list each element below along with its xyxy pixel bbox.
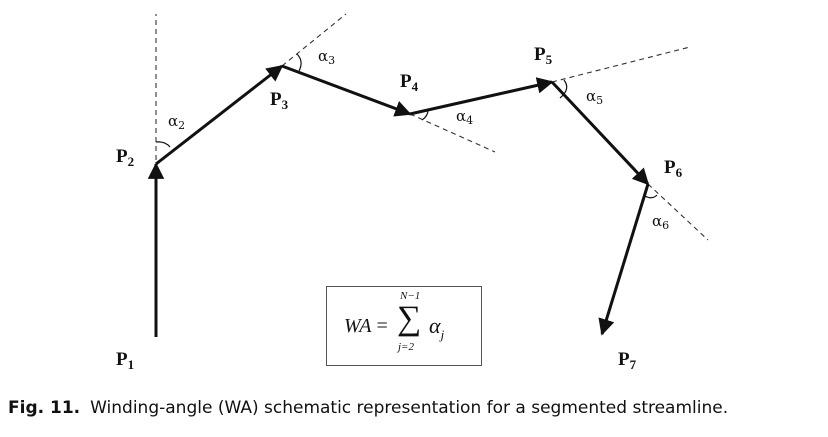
angle-label-alpha-5: α5	[586, 87, 603, 107]
point-labels: P1 P2 P3 P4 P5 P6 P7	[116, 44, 683, 372]
streamline-segments	[147, 64, 650, 337]
extension-line-p4-p5	[551, 46, 691, 83]
point-label-p4: P4	[400, 71, 419, 94]
dashed-extension-lines	[155, 13, 709, 241]
point-label-p3: P3	[270, 89, 289, 112]
figure-caption: Fig. 11. Winding-angle (WA) schematic rep…	[8, 398, 820, 418]
angle-labels: α2 α3 α4 α5 α6	[168, 47, 669, 232]
formula-term-subscript: j	[440, 327, 445, 342]
segment-p2-p3	[155, 64, 284, 166]
angle-arc-alpha-5	[559, 79, 568, 99]
angle-label-alpha-3: α3	[318, 47, 335, 67]
extension-line-p5-p6	[647, 183, 709, 241]
formula-equals: =	[371, 315, 388, 337]
extension-line-p2-p3	[281, 13, 347, 67]
summation-symbol: ∑	[397, 300, 422, 337]
formula-upper-limit: N−1	[400, 290, 421, 302]
angle-label-alpha-4: α4	[456, 107, 473, 127]
angle-arc-alpha-6	[644, 194, 658, 199]
angle-arc-alpha-2	[155, 141, 171, 148]
angle-arcs	[155, 53, 658, 199]
winding-angle-formula-box: WA = N−1 ∑ j=2 αj	[326, 286, 482, 366]
point-label-p5: P5	[534, 44, 553, 67]
formula-lhs: WA =	[344, 315, 388, 338]
caption-label: Fig. 11.	[8, 398, 81, 418]
point-label-p2: P2	[116, 146, 134, 169]
caption-text: Winding-angle (WA) schematic representat…	[90, 398, 729, 418]
segment-p4-p5	[409, 77, 554, 116]
point-label-p6: P6	[664, 157, 683, 180]
extension-line-p3-p4	[409, 113, 496, 153]
winding-angle-diagram: P1 P2 P3 P4 P5 P6 P7 α2 α3 α4 α5 α6	[116, 13, 709, 372]
segment-p6-p7	[598, 183, 650, 336]
angle-arc-alpha-3	[296, 53, 302, 72]
angle-label-alpha-6: α6	[652, 212, 669, 232]
formula-lhs-symbol: WA	[344, 315, 372, 337]
formula-lower-limit: j=2	[398, 341, 414, 353]
segment-p3-p4	[281, 64, 412, 117]
formula-term: αj	[429, 313, 444, 343]
angle-label-alpha-2: α2	[168, 112, 185, 132]
point-label-p7: P7	[618, 349, 637, 372]
segment-p5-p6	[550, 80, 650, 186]
point-label-p1: P1	[116, 349, 134, 372]
formula-term-symbol: α	[429, 313, 441, 338]
